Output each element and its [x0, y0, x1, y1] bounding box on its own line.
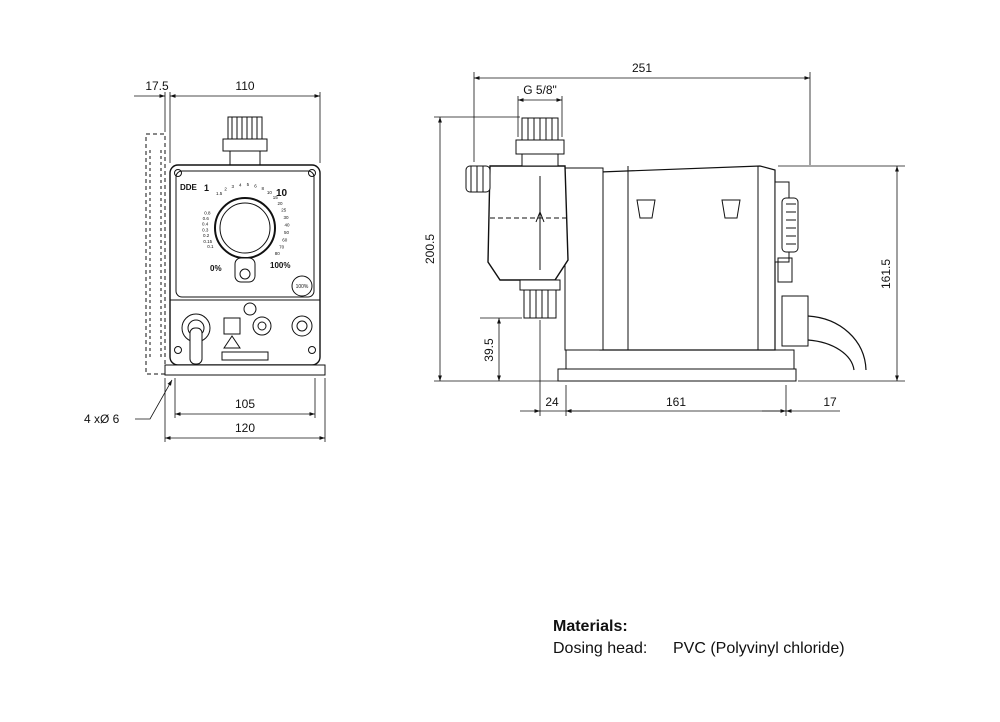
- scale-min-label: 1: [204, 183, 209, 193]
- dim-outlet-height: 39.5: [482, 338, 496, 362]
- dim-hole-spacing: 105: [235, 397, 255, 411]
- front-view-dimensions: [134, 92, 326, 442]
- dim-base-height: 161.5: [879, 259, 893, 289]
- base-plate-front: [164, 364, 326, 376]
- motor-housing: [599, 165, 776, 351]
- scale-tick-label: 20: [277, 201, 283, 206]
- scale-tick-label: 50: [284, 230, 290, 235]
- scale-tick-label: 2: [224, 187, 227, 192]
- dim-front-width-top: 110: [235, 79, 254, 93]
- scale-tick-label: 15: [273, 195, 279, 200]
- scale-tick-label: 30: [283, 215, 289, 220]
- pct-tick-label: 0.4: [202, 222, 209, 227]
- front-view: [145, 116, 326, 376]
- materials-row: Dosing head: PVC (Polyvinyl chloride): [553, 638, 845, 660]
- pct-tick-label: 0.8: [204, 210, 211, 215]
- signal-connector-2: [291, 315, 313, 337]
- dim-overall-length: 251: [632, 61, 652, 75]
- model-label: DDE: [180, 183, 198, 192]
- capacity-dial: [214, 197, 276, 283]
- dim-base-width: 120: [235, 421, 255, 435]
- materials-block: Materials: Dosing head: PVC (Polyvinyl ch…: [553, 616, 845, 660]
- signal-connector-1: [252, 316, 272, 336]
- wall-bracket-outline: [145, 133, 166, 375]
- materials-item-value: PVC (Polyvinyl chloride): [673, 640, 845, 657]
- discharge-connector: [523, 289, 557, 319]
- pct-tick-label: 0.2: [203, 233, 210, 238]
- top-connector: [222, 116, 268, 166]
- pct-min-label: 0%: [210, 264, 222, 273]
- pct-tick-label: 0.3: [202, 228, 209, 233]
- scale-tick-label: 5: [247, 182, 250, 187]
- scale-tick-label: 1.5: [216, 191, 223, 196]
- scale-tick-label: 4: [239, 182, 242, 187]
- dim-side-offset: 17.5: [145, 79, 169, 93]
- holes-leader: [135, 379, 173, 420]
- pct-tick-label: 0.6: [203, 216, 210, 221]
- dim-thread: G 5/8": [523, 83, 557, 97]
- scale-tick-label: 8: [261, 186, 264, 191]
- front-view-dim-labels: 17.5 110 105 120 4 xØ 6: [84, 79, 255, 435]
- materials-item-label: Dosing head:: [553, 640, 648, 657]
- percent-button-label: 100%: [296, 284, 309, 290]
- scale-tick-label: 25: [281, 208, 287, 213]
- dim-holes: 4 xØ 6: [84, 412, 120, 426]
- vent-valve: [465, 165, 491, 193]
- dim-rear-offset: 24: [545, 395, 559, 409]
- pct-max-label: 100%: [270, 261, 290, 270]
- pct-tick-labels: 0.80.60.40.30.20.150.1: [202, 210, 214, 249]
- scale-tick-label: 6: [254, 183, 257, 188]
- dosing-head: [487, 165, 569, 281]
- base-plate-side: [557, 368, 797, 382]
- materials-heading: Materials:: [553, 618, 628, 635]
- scale-tick-label: 10: [267, 190, 273, 195]
- side-view-dim-labels: 251 G 5/8" 200.5 161.5 39.5 24 161 17: [423, 61, 893, 409]
- scale-tick-label: 3: [231, 184, 234, 189]
- side-view: [465, 117, 867, 382]
- side-view-dimensions: [434, 72, 905, 416]
- dim-front-overhang: 17: [823, 395, 837, 409]
- pct-tick-label: 0.15: [203, 239, 212, 244]
- power-cable: [807, 315, 867, 371]
- scale-tick-label: 80: [275, 251, 281, 256]
- percent-button: [291, 275, 313, 297]
- scale-max-label: 10: [276, 188, 288, 199]
- scale-tick-label: 70: [279, 245, 285, 250]
- scale-tick-label: 40: [284, 223, 290, 228]
- dim-overall-height: 200.5: [423, 234, 437, 264]
- scale-tick-label: 60: [282, 238, 288, 243]
- dim-base-length: 161: [666, 395, 686, 409]
- pct-tick-label: 0.1: [207, 244, 214, 249]
